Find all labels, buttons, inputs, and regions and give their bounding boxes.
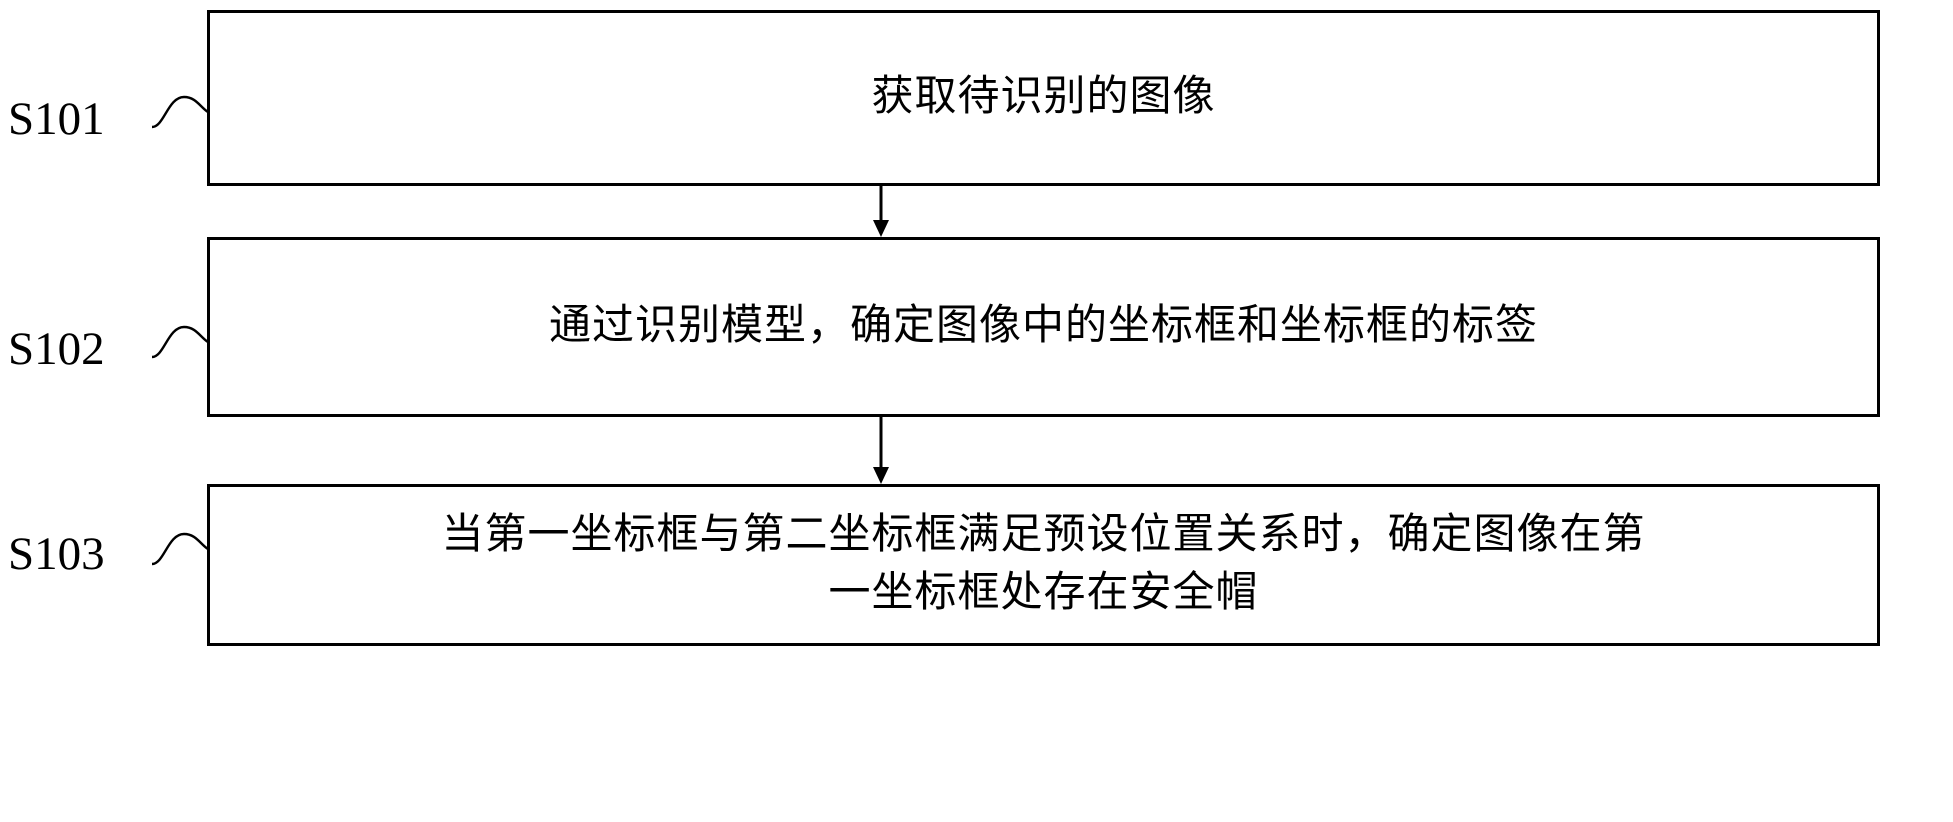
step-label-s102: S102: [8, 323, 105, 375]
flow-box-s103-text: 当第一坐标框与第二坐标框满足预设位置关系时，确定图像在第 一坐标框处存在安全帽: [441, 512, 1646, 616]
arrow-s101-to-s102: [873, 186, 889, 237]
flow-box-s103[interactable]: 当第一坐标框与第二坐标框满足预设位置关系时，确定图像在第 一坐标框处存在安全帽: [207, 484, 1880, 646]
flow-box-s102[interactable]: 通过识别模型，确定图像中的坐标框和坐标框的标签: [207, 237, 1880, 417]
flow-box-s102-text: 通过识别模型，确定图像中的坐标框和坐标框的标签: [548, 303, 1538, 350]
arrow-s102-to-s103: [873, 417, 889, 484]
step-label-s103: S103: [8, 528, 105, 580]
step-label-s101: S101: [8, 93, 105, 145]
flow-box-s101-text: 获取待识别的图像: [871, 74, 1216, 121]
flow-box-s101[interactable]: 获取待识别的图像: [207, 10, 1880, 186]
